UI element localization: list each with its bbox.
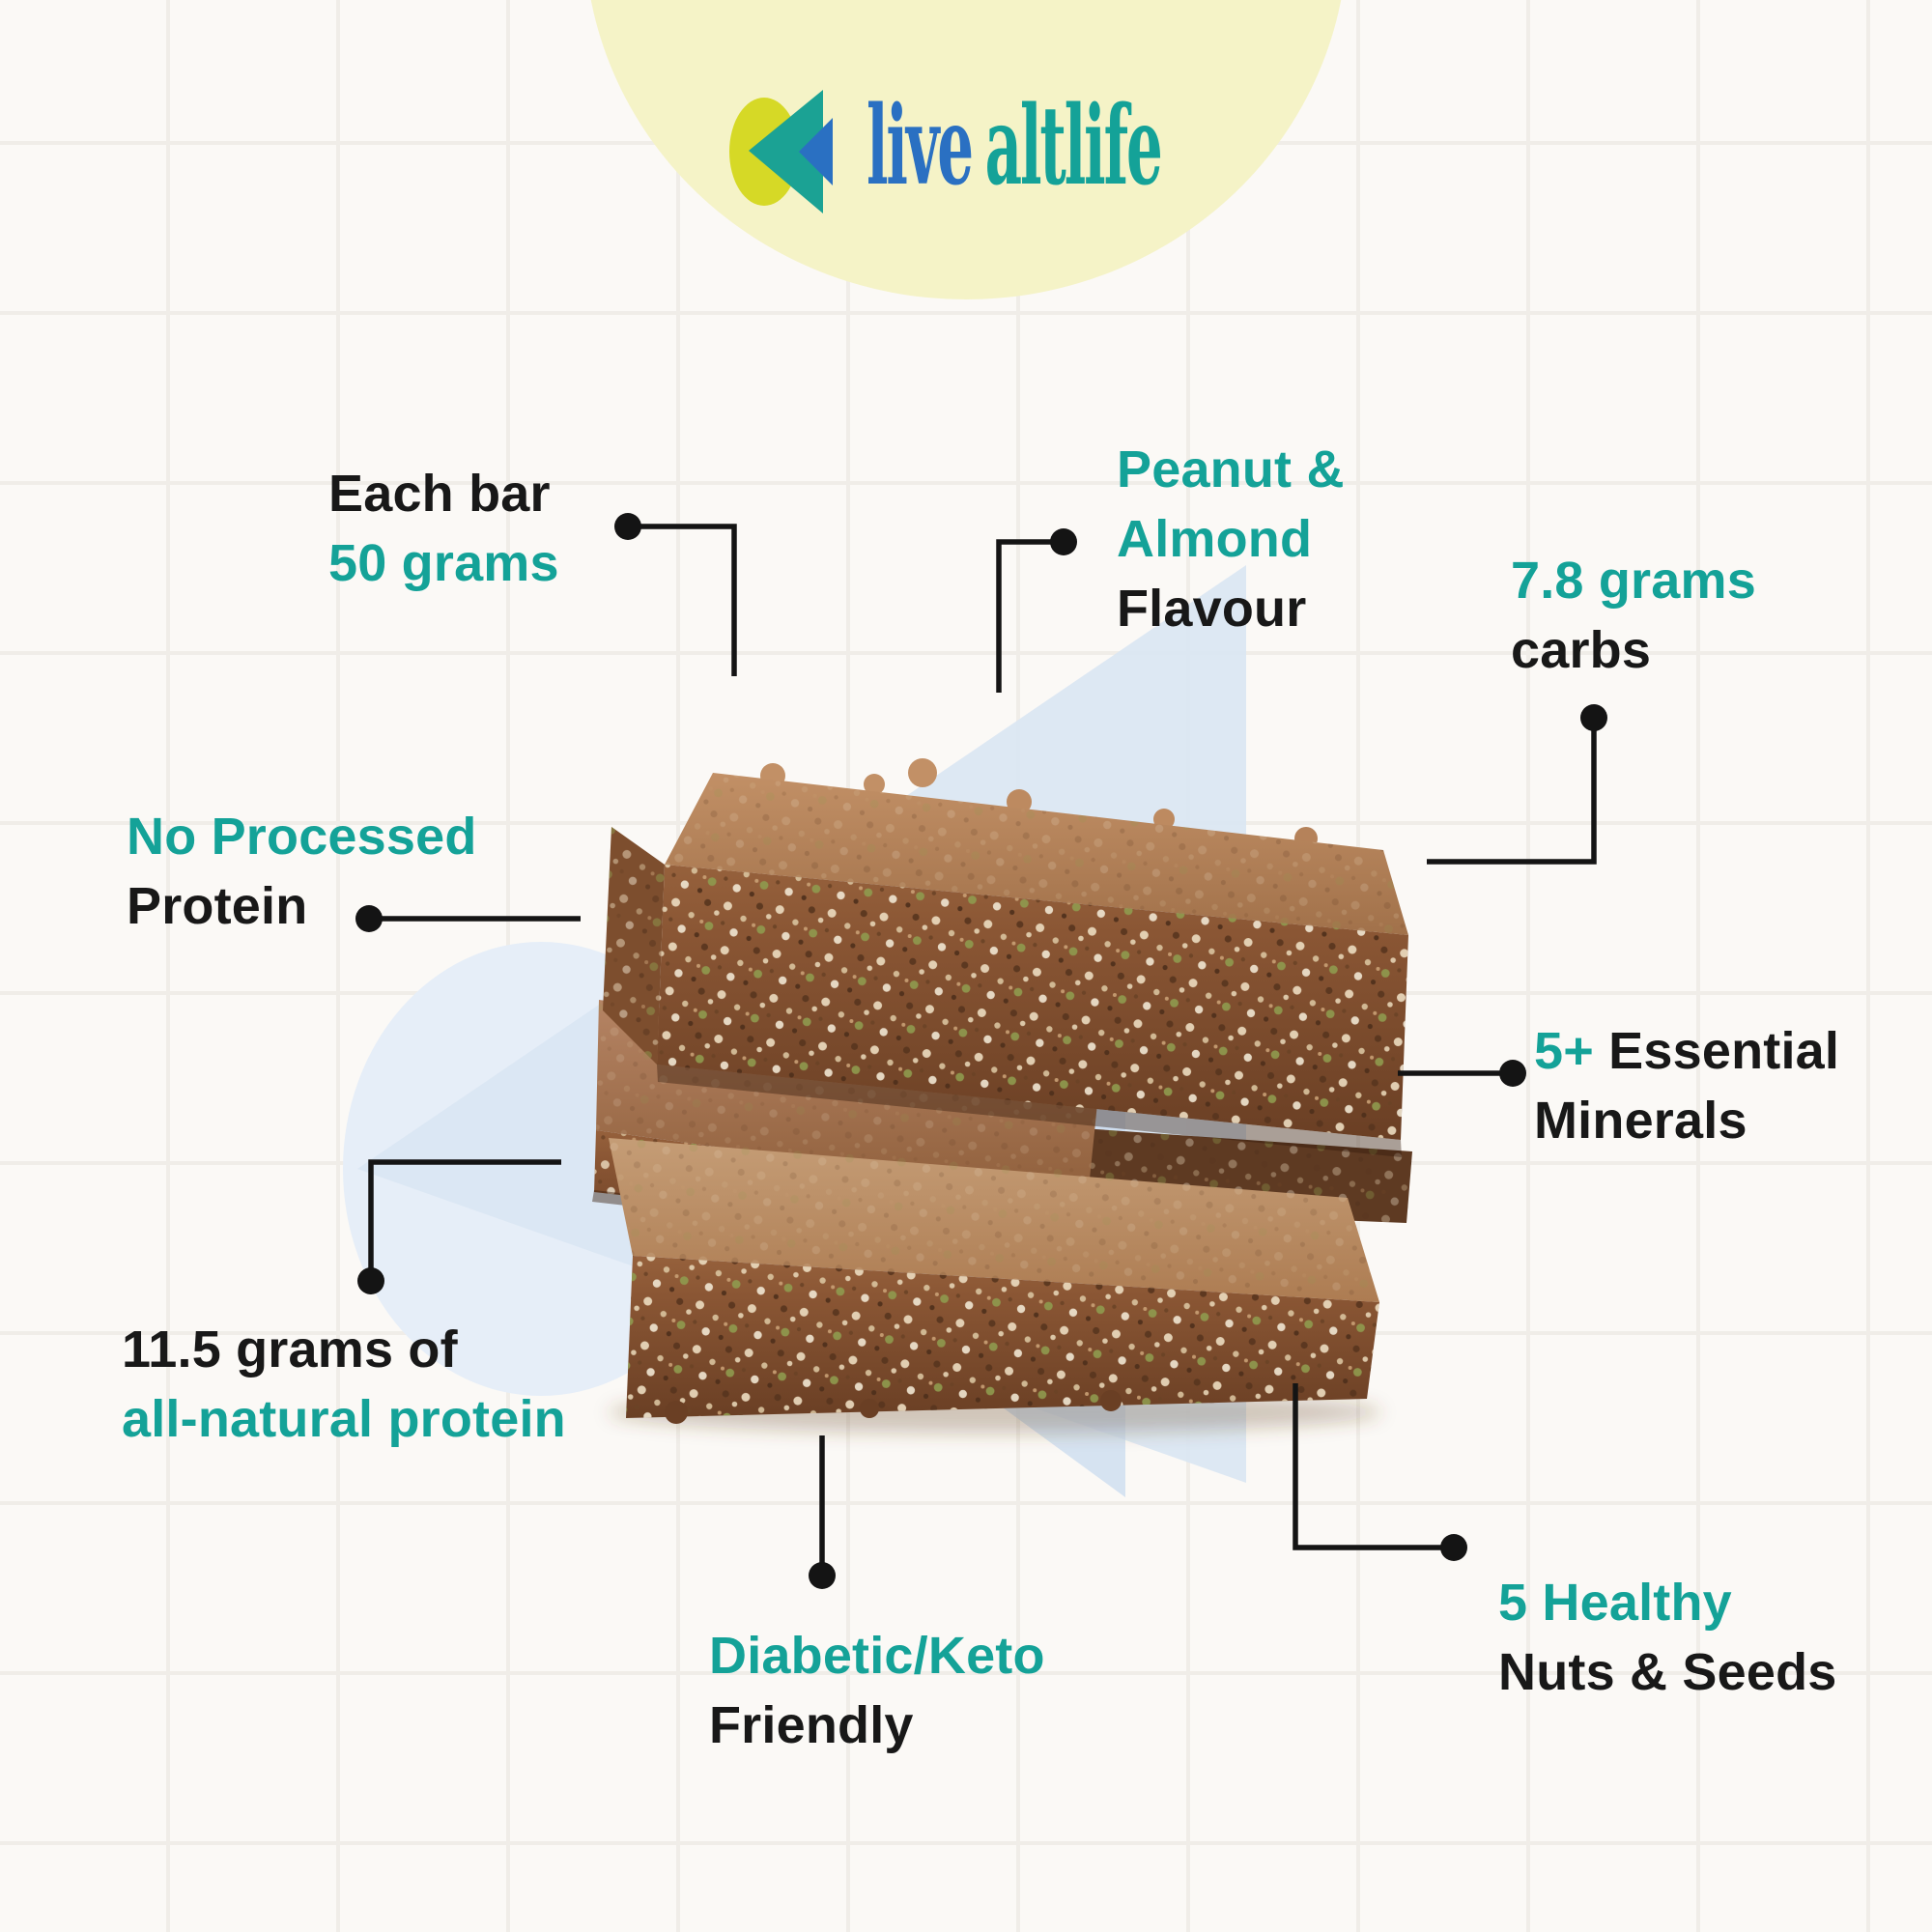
callout-flavour-line1: Peanut & <box>1117 440 1345 498</box>
connector-lines <box>355 513 1607 1589</box>
logo-teal-triangle-icon <box>749 90 823 213</box>
protein-bar-top <box>603 758 1408 1157</box>
callout-carbs-line1: 7.8 grams <box>1511 552 1756 610</box>
callout-minerals-line2: Minerals <box>1534 1092 1747 1150</box>
callout-flavour: Peanut & Almond Flavour <box>1117 435 1345 643</box>
callout-natural-protein-line2: all-natural protein <box>122 1390 566 1448</box>
callout-diabetic-keto-line1: Diabetic/Keto <box>709 1627 1045 1685</box>
callout-each-bar: Each bar 50 grams <box>328 459 559 598</box>
callout-minerals: 5+ Essential Minerals <box>1534 1016 1839 1155</box>
callout-diabetic-keto: Diabetic/Keto Friendly <box>709 1621 1045 1760</box>
connector-diabetic <box>809 1435 836 1589</box>
connector-dot <box>1499 1060 1526 1087</box>
callout-no-processed-line2: Protein <box>127 877 308 935</box>
brand-word-altlife: altlife <box>984 83 1163 210</box>
callout-minerals-accent: 5+ <box>1534 1022 1594 1080</box>
connector-flavour <box>996 528 1077 693</box>
connector-dot <box>1050 528 1077 555</box>
callout-flavour-line2: Almond <box>1117 510 1313 568</box>
header-circle <box>590 0 1342 299</box>
callout-each-bar-line2: 50 grams <box>328 534 559 592</box>
connector-carbs <box>1427 704 1607 865</box>
product-photo <box>592 758 1412 1434</box>
callout-natural-protein-line1: 11.5 grams of <box>122 1321 458 1378</box>
brand-word-live: live <box>867 83 974 210</box>
connector-minerals <box>1398 1060 1526 1087</box>
connector-dot <box>809 1562 836 1589</box>
brand-logo-icon <box>729 90 833 213</box>
callout-no-processed-line1: No Processed <box>127 808 477 866</box>
callout-minerals-rest: Essential <box>1593 1022 1840 1080</box>
connector-each-bar <box>614 513 737 676</box>
logo-blue-triangle-icon <box>799 118 833 185</box>
callout-no-processed: No Processed Protein <box>127 802 477 941</box>
connector-natural-protein <box>357 1159 561 1294</box>
connector-dot <box>357 1267 384 1294</box>
callout-minerals-line1: 5+ Essential <box>1534 1016 1839 1086</box>
callout-nuts-seeds: 5 Healthy Nuts & Seeds <box>1498 1568 1837 1707</box>
protein-bar-bottom <box>609 1138 1379 1424</box>
callout-each-bar-line1: Each bar <box>328 465 551 523</box>
callout-diabetic-keto-line2: Friendly <box>709 1696 914 1754</box>
callout-flavour-line3: Flavour <box>1117 580 1307 638</box>
callout-natural-protein: 11.5 grams of all-natural protein <box>122 1315 566 1454</box>
connector-dot <box>1580 704 1607 731</box>
connector-no-processed <box>355 905 581 932</box>
connector-dot <box>1440 1534 1467 1561</box>
connector-dot <box>614 513 641 540</box>
callout-carbs-line2: carbs <box>1511 621 1652 679</box>
brand-wordmark: live altlife <box>867 83 1163 210</box>
connector-nuts <box>1293 1383 1467 1561</box>
callout-nuts-seeds-line1: 5 Healthy <box>1498 1574 1732 1632</box>
callout-carbs: 7.8 grams carbs <box>1511 546 1756 685</box>
connector-dot <box>355 905 383 932</box>
callout-nuts-seeds-line2: Nuts & Seeds <box>1498 1643 1837 1701</box>
